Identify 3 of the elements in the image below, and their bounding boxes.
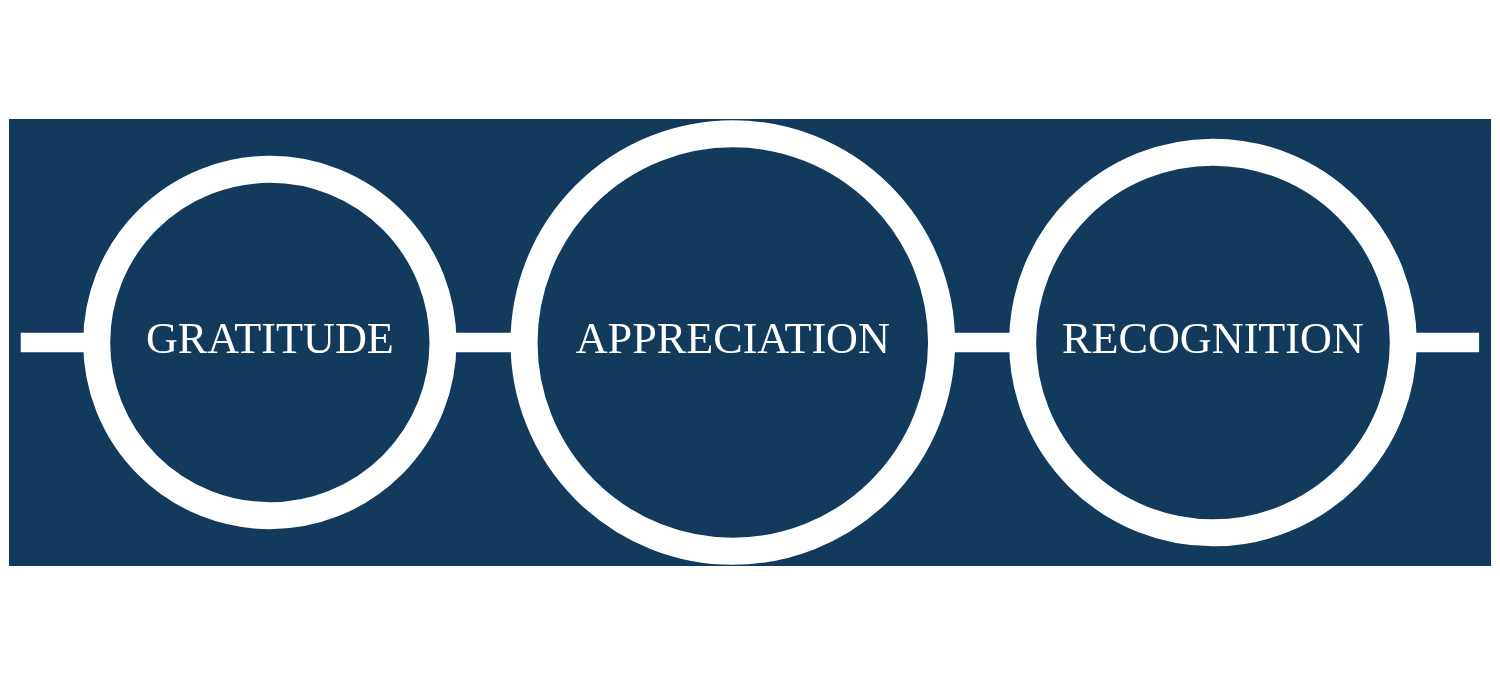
- node-circle: APPRECIATION: [510, 119, 956, 565]
- node-circle: RECOGNITION: [1009, 138, 1417, 546]
- node-circle: GRATITUDE: [83, 155, 457, 529]
